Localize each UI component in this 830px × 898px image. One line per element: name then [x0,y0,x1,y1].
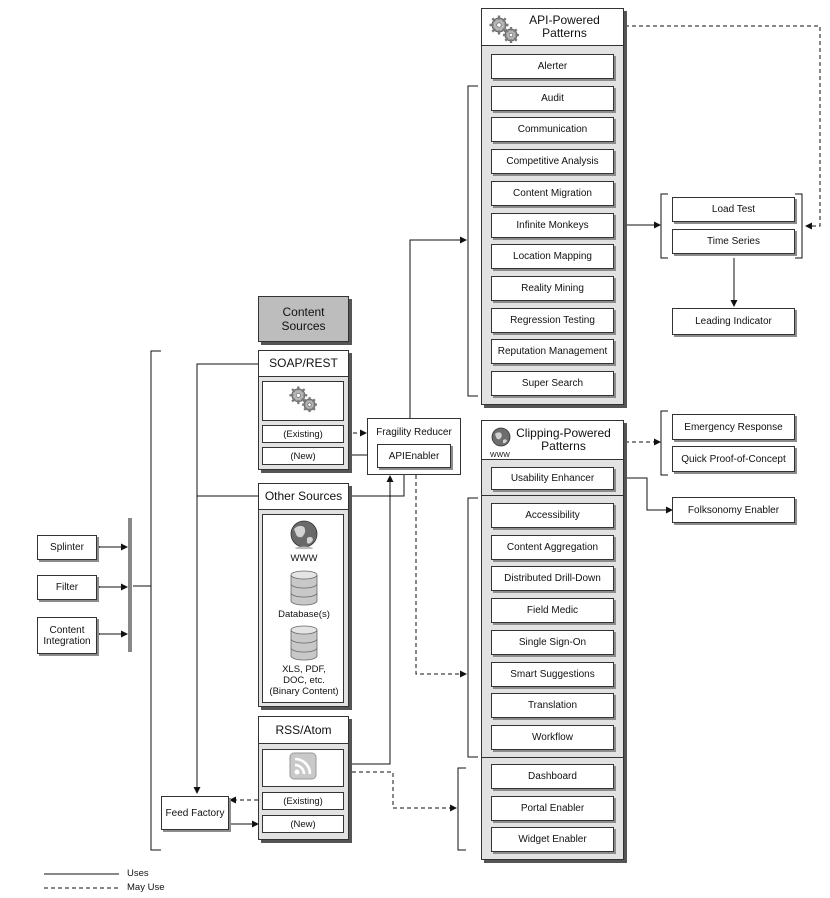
legend-uses: Uses [127,868,149,879]
clipping-panel-header: WWW Clipping-Powered Patterns [481,420,624,460]
clipping-divider-bottom [481,757,624,758]
gears-icon [288,385,318,418]
pattern-item: Content Migration [491,180,614,206]
rss-icon-box [262,749,344,787]
binary-content-label: XLS, PDF, DOC, etc. (Binary Content) [269,664,339,697]
api-panel-header: API-Powered Patterns [481,8,624,46]
database-label: Database(s) [278,609,330,620]
load-test-box: Load Test [672,197,795,222]
pattern-item: Alerter [491,54,614,79]
pattern-item: Competitive Analysis [491,149,614,175]
pattern-item: Portal Enabler [491,795,614,821]
usability-enhancer-box: Usability Enhancer [491,467,614,490]
globe-icon [288,519,320,554]
api-panel-title: API-Powered Patterns [529,13,600,40]
rss-feed-icon [289,752,317,785]
database-icon [289,625,319,666]
rss-atom-header: RSS/Atom [258,716,349,744]
pattern-item: Dashboard [491,764,614,789]
soap-new-box: (New) [262,447,344,465]
pattern-item: Smart Suggestions [491,661,614,687]
content-sources-title: Content Sources [258,296,349,342]
rss-existing-box: (Existing) [262,792,344,810]
splinter-box: Splinter [37,535,97,560]
pattern-item: Reputation Management [491,339,614,365]
leading-indicator-box: Leading Indicator [672,308,795,335]
pattern-item: Workflow [491,724,614,750]
database-icon [289,570,319,611]
other-sources-header: Other Sources [258,483,349,510]
time-series-box: Time Series [672,229,795,254]
apienabler-box: APIEnabler [377,444,451,468]
soap-gears-box [262,381,344,421]
pattern-item: Distributed Drill-Down [491,566,614,592]
clipping-divider-top [481,495,624,496]
pattern-item: Audit [491,85,614,111]
quick-proof-of-concept-box: Quick Proof-of-Concept [672,446,795,472]
clipping-panel-title: Clipping-Powered Patterns [516,426,611,453]
emergency-response-box: Emergency Response [672,414,795,440]
filter-box: Filter [37,575,97,600]
pattern-item: Translation [491,693,614,719]
pattern-item: Single Sign-On [491,629,614,655]
soap-existing-box: (Existing) [262,425,344,443]
other-sources-content: WWW Database(s) XLS, PDF, DOC, etc. (Bin… [262,514,344,703]
feed-factory-box: Feed Factory [161,796,229,830]
legend-may-use: May Use [127,882,165,893]
pattern-item: Accessibility [491,503,614,528]
pattern-item: Communication [491,117,614,143]
fragility-reducer-label: Fragility Reducer [376,427,452,438]
globe-icon [491,427,511,450]
pattern-item: Regression Testing [491,307,614,333]
content-integration-label: Content Integration [43,624,91,647]
pattern-item: Reality Mining [491,275,614,301]
pattern-item: Infinite Monkeys [491,212,614,238]
rss-new-box: (New) [262,815,344,833]
folksonomy-enabler-box: Folksonomy Enabler [672,497,795,523]
pattern-item: Widget Enabler [491,827,614,853]
gears-icon [488,14,520,47]
content-sources-label: Content Sources [281,305,326,333]
pattern-item: Super Search [491,371,614,396]
pattern-item: Location Mapping [491,244,614,270]
soap-rest-header: SOAP/REST [258,350,349,377]
pattern-item: Content Aggregation [491,534,614,560]
www-source-label: WWW [290,553,318,564]
www-label: WWW [490,452,510,459]
pattern-item: Field Medic [491,598,614,624]
content-integration-box: Content Integration [37,617,97,654]
